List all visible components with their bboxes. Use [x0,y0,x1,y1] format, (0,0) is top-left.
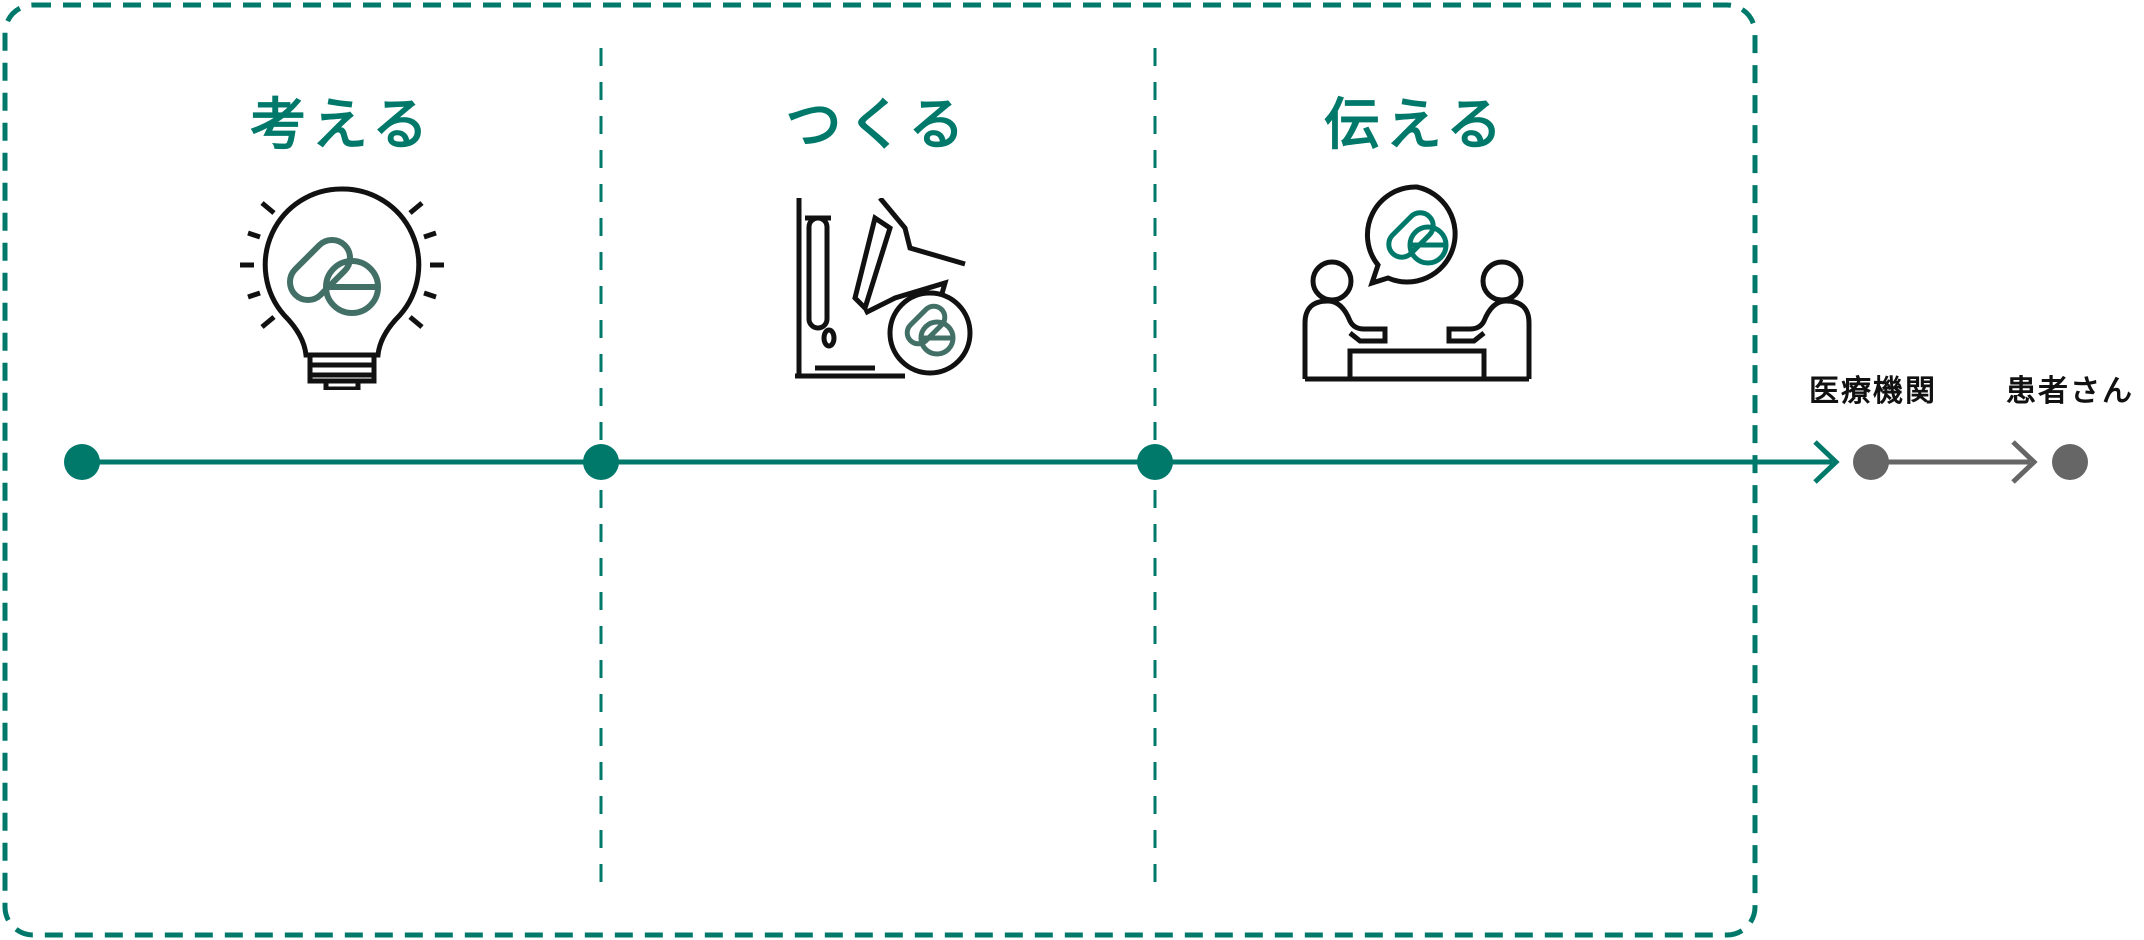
consultation-pill-icon [1302,184,1532,382]
lightbulb-pill-icon [240,186,444,390]
stage-heading-communicate: 伝える [1323,93,1509,158]
timeline-dot-2 [583,444,619,480]
timeline-dot-1 [64,444,100,480]
destination-label-patients: 患者さん [2006,374,2134,409]
dashed-boundary [2,2,1758,938]
destination-dot-1 [1853,444,1889,480]
stage-heading-think: 考える [249,93,435,158]
lab-pipette-pill-icon [795,198,973,379]
destination-dot-2 [2052,444,2088,480]
stage-heading-make: つくる [785,93,971,158]
timeline-dot-3 [1137,444,1173,480]
arrow-head-gray [2011,440,2038,484]
destination-label-medical-institution: 医療機関 [1809,374,1937,409]
arrow-head-main [1813,440,1840,484]
